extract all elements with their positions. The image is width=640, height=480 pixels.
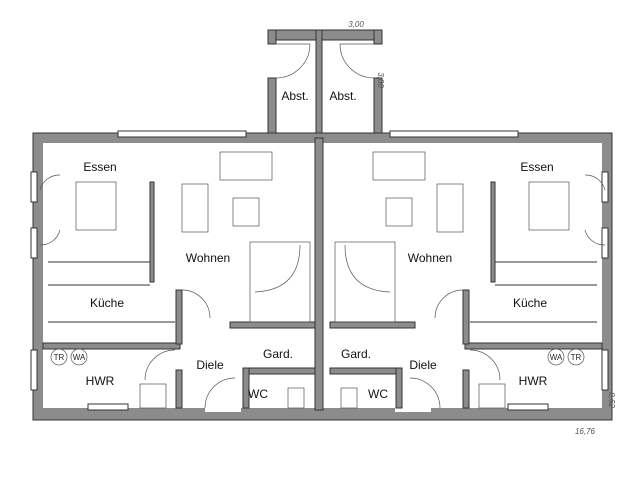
storage-block <box>267 29 383 139</box>
interior-walls-right <box>329 151 606 409</box>
room-label-wc-right: WC <box>368 387 388 401</box>
room-label-wohnen-right: Wohnen <box>408 251 452 265</box>
dimension-house-width: 16,76 <box>575 427 596 436</box>
room-label-storage-left: Abst. <box>281 89 308 103</box>
dimension-house-depth: 8,62 <box>607 392 616 408</box>
room-label-kueche-left: Küche <box>90 296 124 310</box>
dimension-storage-width: 3,00 <box>348 20 364 29</box>
dryer-label: TR <box>571 353 582 362</box>
washer-label: WA <box>73 353 86 362</box>
outer-walls <box>30 130 613 421</box>
room-label-essen-right: Essen <box>520 160 553 174</box>
room-label-diele-left: Diele <box>196 358 224 372</box>
room-label-wc-left: WC <box>248 387 268 401</box>
washer-label: WA <box>550 353 563 362</box>
room-label-wohnen-left: Wohnen <box>186 251 230 265</box>
appliances-left: TR WA <box>50 348 88 366</box>
appliances-right: WA TR <box>547 348 585 366</box>
dryer-label: TR <box>54 353 65 362</box>
room-label-storage-right: Abst. <box>329 89 356 103</box>
room-label-hwr-left: HWR <box>86 374 115 388</box>
room-label-kueche-right: Küche <box>513 296 547 310</box>
room-label-diele-right: Diele <box>409 358 437 372</box>
interior-walls-left <box>39 151 316 409</box>
room-label-hwr-right: HWR <box>519 374 548 388</box>
room-label-essen-left: Essen <box>83 160 116 174</box>
room-label-gard-left: Gard. <box>263 347 293 361</box>
room-label-gard-right: Gard. <box>341 347 371 361</box>
dimension-storage-depth: 3,00 <box>376 72 385 88</box>
